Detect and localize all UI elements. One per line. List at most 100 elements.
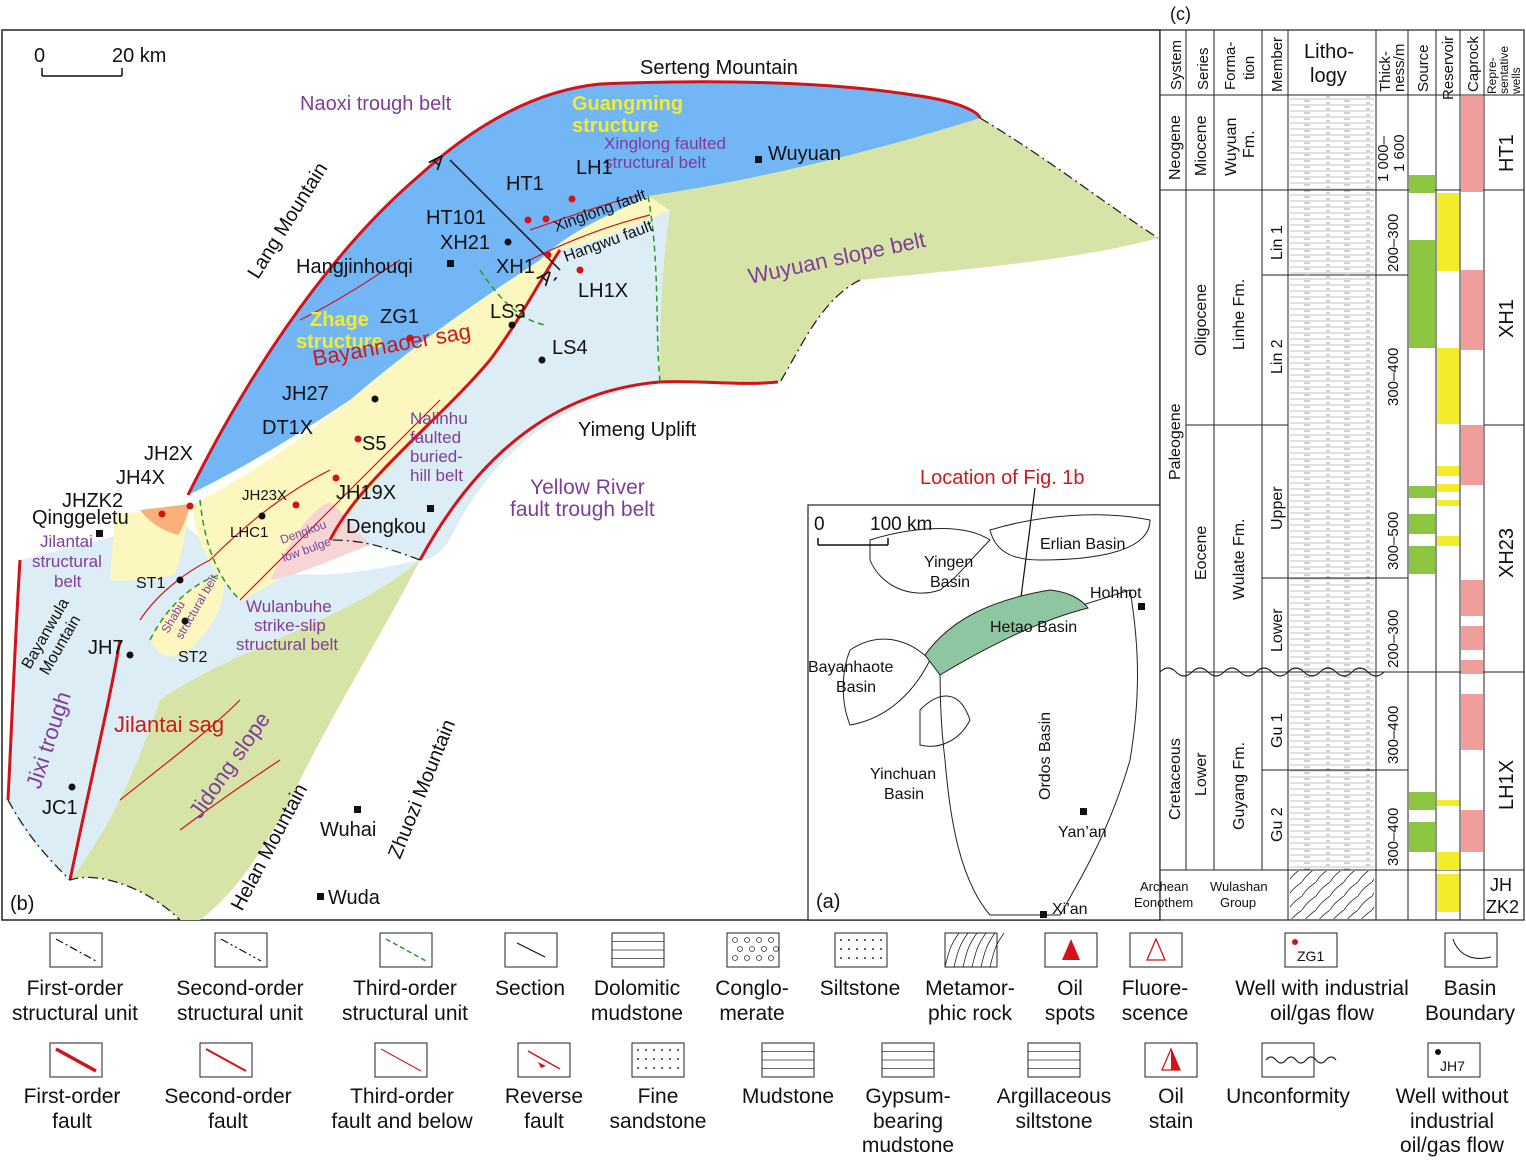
rep-well-xh23: XH23 [1496, 528, 1518, 578]
legend-oil-stain-label-1: Oil [1158, 1085, 1184, 1108]
guangming-label-2: structure [572, 115, 659, 137]
hohhot-marker [1138, 603, 1145, 610]
thickness-3: 300–400 [1385, 348, 1402, 406]
well-jc1: JC1 [42, 797, 78, 819]
well-jh4x: JH4X [116, 467, 165, 489]
second-order-fault-icon [199, 1042, 253, 1078]
wuhai-label: Wuhai [320, 819, 376, 841]
siltstone-icon [834, 932, 888, 968]
bayanhaote-label-2: Basin [836, 679, 876, 696]
system-neogene: Neogene [1167, 115, 1184, 180]
nalinhu-label-3: buried- [410, 447, 463, 466]
yellow-river-label-1: Yellow River [530, 476, 645, 499]
well-jh27: JH27 [282, 383, 329, 405]
map-a-scale-zero: 0 [814, 514, 825, 535]
argillaceous-siltstone-icon [1027, 1042, 1081, 1078]
legend-siltstone-label-1: Siltstone [820, 977, 901, 1000]
xinglong-belt-label-2: structural belt [604, 153, 706, 172]
well-lhc1: LHC1 [230, 524, 268, 541]
header-formation-2: tion [1241, 56, 1258, 80]
header-thick-2: ness/m [1391, 44, 1408, 92]
jilantai-belt-label-2: structural [32, 552, 102, 571]
shabu-belt-area [150, 575, 224, 657]
legend-gypsum-mudstone-label-1: Gypsum- [865, 1085, 950, 1108]
well-ht101: HT101 [426, 207, 486, 229]
basement-wulashan-1: Wulashan [1210, 879, 1268, 894]
unconformity-icon [1261, 1042, 1337, 1078]
jixi-trough-area [8, 520, 420, 880]
dengkou-city-marker [427, 505, 434, 512]
rep-well-xh1: XH1 [1496, 299, 1518, 338]
stratigraphic-column-c: (c) [1134, 4, 1525, 921]
thickness-4: 300–500 [1385, 512, 1402, 570]
legend-conglomerate-label-1: Conglo- [715, 977, 789, 1000]
dengkou-low-bulge-area [270, 502, 370, 580]
legend-second-order-fault-label-2: fault [208, 1110, 248, 1133]
third-order-fault-icon [374, 1042, 428, 1078]
formation-wuyuan-2: Fm. [1241, 130, 1258, 158]
header-wells-1: Repre- [1485, 57, 1499, 94]
hangjinhouqi-label: Hangjinhouqi [296, 256, 413, 278]
system-cretaceous: Cretaceous [1167, 738, 1184, 820]
legend-argillaceous-siltstone-label-2: siltstone [1015, 1110, 1092, 1133]
third-order-unit-icon [379, 932, 433, 968]
formation-wuyuan-1: Wuyuan [1223, 118, 1240, 176]
header-system: System [1168, 40, 1185, 90]
series-oligocene: Oligocene [1193, 284, 1210, 356]
guangming-label-1: Guangming [572, 93, 683, 115]
legend-industrial-well-label-2: oil/gas flow [1270, 1002, 1375, 1025]
member-lin1: Lin 1 [1269, 225, 1286, 260]
legend-basin-boundary-label-2: Boundary [1425, 1002, 1515, 1025]
inset-map-a: Location of Fig. 1b 0 100 km Yingen Basi… [807, 467, 1161, 921]
member-upper: Upper [1269, 486, 1286, 530]
metamorphic-rock-icon [944, 932, 1005, 968]
legend-second-order-fault-label-1: Second-order [164, 1085, 291, 1108]
legend-fine-sandstone-label-1: Fine [638, 1085, 679, 1108]
map-b-scale-label: 20 km [112, 45, 166, 67]
well-dt1x: DT1X [262, 417, 313, 439]
rep-well-jhzk2-1: JH [1490, 875, 1512, 895]
naoxi-trough-area [188, 81, 980, 496]
legend-reverse-fault-label-1: Reverse [505, 1085, 583, 1108]
yingen-label-2: Basin [930, 574, 970, 591]
legend-dolomitic-mudstone-label-1: Dolomitic [594, 977, 680, 1000]
well-lh1x: LH1X [578, 280, 628, 302]
map-b-scale-zero: 0 [34, 45, 45, 67]
legend-non-industrial-well-label-1: Well without [1396, 1085, 1509, 1108]
legend-first-order-unit-label-1: First-order [27, 977, 124, 1000]
wuhai-city-marker [354, 806, 361, 813]
well-jh23x: JH23X [242, 487, 287, 504]
legend-non-industrial-well-label-3: oil/gas flow [1400, 1134, 1505, 1157]
oil-spots-icon [1044, 932, 1098, 968]
well-ht1: HT1 [506, 173, 544, 195]
yingen-label-1: Yingen [924, 554, 973, 571]
well-st2: ST2 [178, 649, 207, 666]
serteng-mountain-label: Serteng Mountain [640, 57, 798, 79]
header-reservoir: Reservoir [1440, 36, 1457, 100]
thickness-1a: 1 000– [1375, 135, 1392, 182]
map-a-scale-bar: 0 100 km [814, 514, 932, 546]
wulanbuhe-label-1: Wulanbuhe [246, 597, 332, 616]
legend-first-order-fault-label-2: fault [52, 1110, 92, 1133]
non-industrial-well-icon: JH7 [1427, 1042, 1481, 1078]
header-thick-1: Thick- [1377, 51, 1394, 92]
header-series: Series [1195, 47, 1212, 90]
legend-second-order-unit-label-1: Second-order [176, 977, 303, 1000]
formation-linhe: Linhe Fm. [1231, 279, 1248, 350]
legend-third-order-unit-label-2: structural unit [342, 1002, 468, 1025]
panel-b-label: (b) [10, 893, 34, 915]
thickness-5: 200–300 [1385, 610, 1402, 668]
nalinhu-label-4: hill belt [410, 466, 463, 485]
ordos-label: Ordos Basin [1037, 712, 1054, 800]
jilantai-sag-label: Jilantai sag [114, 712, 224, 737]
wuda-label: Wuda [328, 887, 381, 909]
map-b-scale-bar: 0 20 km [34, 45, 166, 77]
conglomerate-icon [726, 932, 780, 968]
yanan-label: Yan’an [1058, 824, 1107, 841]
industrial-well-icon: ZG1 [1284, 932, 1338, 968]
svg-text:ZG1: ZG1 [1297, 948, 1324, 964]
well-st1: ST1 [136, 575, 165, 592]
legend-conglomerate-label-2: merate [719, 1002, 784, 1025]
legend-non-industrial-well-label-2: industrial [1410, 1110, 1494, 1133]
